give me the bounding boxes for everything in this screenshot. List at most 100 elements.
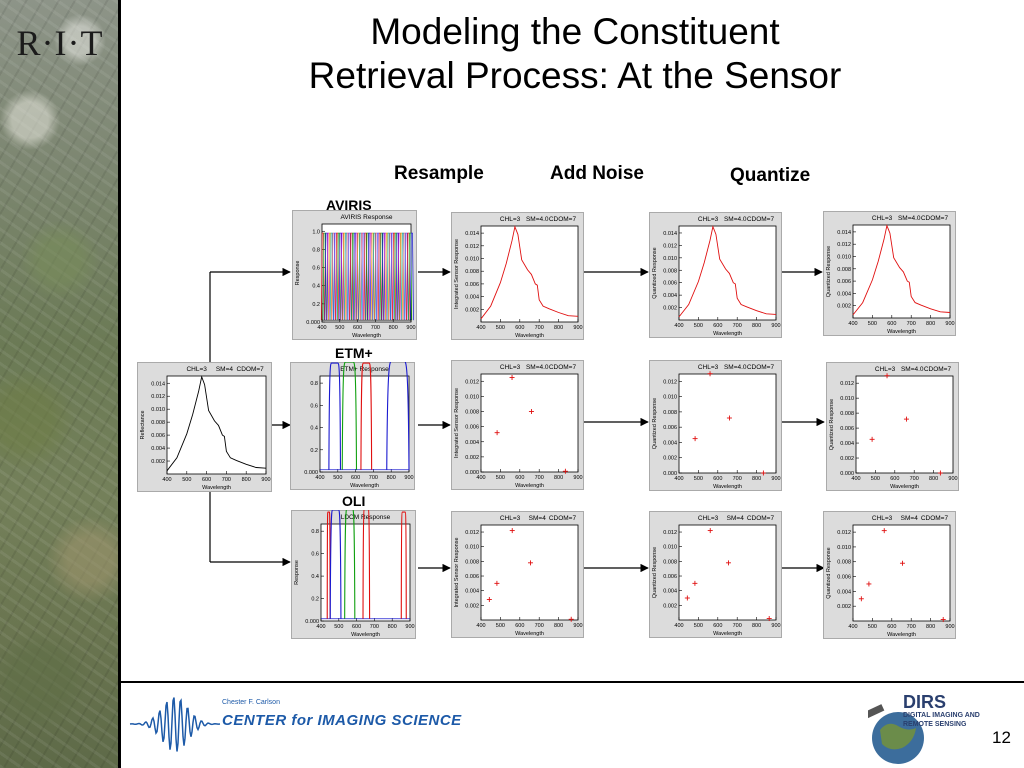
x-tick-label: 800 [752, 623, 761, 629]
plot-header-label: CHL=3 [875, 366, 896, 373]
x-tick-label: 500 [694, 323, 703, 329]
x-tick-label: 400 [162, 477, 171, 483]
y-tick-label: 0.006 [465, 425, 479, 431]
x-axis-label: Wavelength [890, 484, 919, 490]
y-tick-label: 0.2 [310, 448, 318, 454]
x-tick-label: 700 [733, 323, 742, 329]
x-tick-label: 800 [389, 325, 398, 331]
x-tick-label: 900 [573, 475, 582, 481]
plot-title: AVIRIS Response [341, 214, 393, 221]
x-tick-label: 400 [317, 325, 326, 331]
y-tick-label: 0.000 [663, 471, 677, 477]
x-tick-label: 500 [868, 321, 877, 327]
x-tick-label: 900 [945, 321, 954, 327]
y-tick-label: 0.012 [663, 379, 677, 385]
data-point [726, 415, 732, 421]
y-tick-label: 0.8 [311, 529, 319, 535]
response-band [377, 232, 382, 321]
data-point [899, 560, 905, 566]
x-tick-label: 700 [907, 321, 916, 327]
y-tick-label: 0.004 [840, 441, 854, 447]
response-band [331, 232, 336, 321]
x-tick-label: 600 [713, 476, 722, 482]
x-tick-label: 400 [674, 623, 683, 629]
plot-header-label: SM=4 [727, 515, 745, 522]
data-point [562, 468, 568, 474]
x-tick-label: 600 [353, 325, 362, 331]
x-tick-label: 800 [554, 325, 563, 331]
x-tick-label: 500 [868, 624, 877, 630]
x-tick-label: 800 [388, 624, 397, 630]
sidebar-divider [118, 0, 121, 768]
response-band [383, 232, 388, 321]
y-tick-label: 0.012 [465, 244, 479, 250]
response-band [393, 232, 398, 321]
response-band [326, 232, 331, 321]
x-axis-label: Wavelength [887, 632, 916, 638]
plot-header-label: SM=4.0 [724, 364, 747, 371]
y-tick-label: 0.000 [840, 471, 854, 477]
response-band [344, 510, 356, 619]
response-band [401, 232, 405, 321]
y-tick-label: 0.008 [151, 420, 165, 426]
plot-header-label: SM=4.0 [901, 366, 924, 373]
y-tick-label: 0.010 [465, 545, 479, 551]
x-tick-label: 800 [752, 323, 761, 329]
y-tick-label: 0.006 [663, 281, 677, 287]
y-tick-label: 0.008 [837, 267, 851, 273]
plot-area [678, 225, 777, 321]
y-axis-label: Quantized Response [652, 547, 658, 598]
y-tick-label: 0.004 [663, 589, 677, 595]
y-tick-label: 0.008 [465, 410, 479, 416]
y-tick-label: 0.006 [151, 433, 165, 439]
x-axis-label: Wavelength [515, 483, 544, 489]
y-tick-label: 0.010 [663, 395, 677, 401]
page-number: 12 [992, 728, 1011, 747]
plot-area [320, 523, 411, 622]
x-axis-label: Wavelength [713, 631, 742, 637]
dirs-logo-text: DIRS [903, 692, 947, 712]
x-tick-label: 900 [573, 325, 582, 331]
satellite-icon [868, 704, 885, 719]
response-band [402, 232, 407, 321]
x-tick-label: 800 [926, 321, 935, 327]
y-tick-label: 0.006 [465, 574, 479, 580]
x-tick-label: 400 [848, 624, 857, 630]
data-point [937, 470, 943, 476]
x-tick-label: 700 [535, 475, 544, 481]
x-tick-label: 500 [496, 325, 505, 331]
response-band [397, 232, 402, 321]
x-tick-label: 800 [554, 475, 563, 481]
data-point [494, 430, 500, 436]
data-point [692, 436, 698, 442]
response-band [360, 362, 373, 470]
y-tick-label: 0.008 [663, 268, 677, 274]
cis-wave-logo [129, 697, 221, 752]
y-axis-label: Quantized Response [652, 398, 658, 449]
x-axis-label: Wavelength [713, 331, 742, 337]
x-axis-label: Wavelength [887, 329, 916, 335]
response-band [354, 232, 359, 321]
data-point [527, 560, 533, 566]
rit-logo: R·I·T [16, 23, 104, 63]
x-tick-label: 600 [713, 323, 722, 329]
data-point [486, 596, 492, 602]
response-band [400, 511, 407, 619]
plot-title: LDCM Response [341, 514, 391, 521]
y-tick-label: 0.000 [465, 470, 479, 476]
data-point [707, 528, 713, 534]
plot-header-label: CHL=3 [872, 215, 893, 222]
y-tick-label: 0.006 [465, 282, 479, 288]
x-tick-label: 800 [387, 475, 396, 481]
response-band [329, 510, 342, 619]
plot-header-label: CDOM=7 [747, 364, 775, 371]
response-band [360, 232, 365, 321]
plot-header-label: CDOM=7 [549, 364, 577, 371]
x-tick-label: 900 [404, 475, 413, 481]
x-tick-label: 600 [202, 477, 211, 483]
series-line [166, 375, 267, 472]
x-tick-label: 500 [694, 623, 703, 629]
response-band [335, 232, 340, 321]
